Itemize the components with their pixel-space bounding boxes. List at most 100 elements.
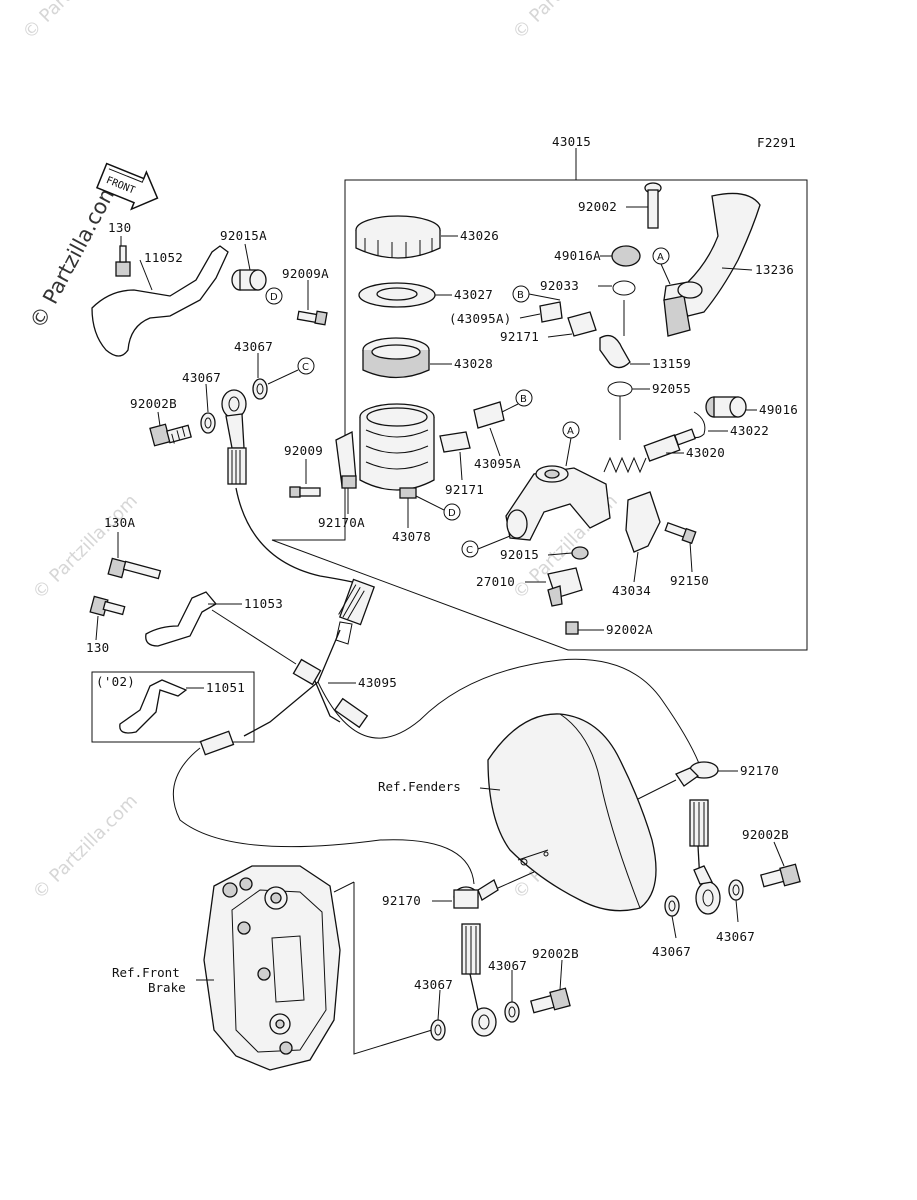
callout-letter: D — [270, 292, 278, 303]
washer-43067 — [664, 895, 680, 917]
oring-92055 — [607, 381, 633, 397]
part-label: 130 — [108, 220, 131, 235]
clamp-92171-top — [567, 311, 597, 337]
leader-line — [211, 609, 297, 665]
nut-92015 — [571, 546, 589, 560]
part-label: 43034 — [612, 583, 651, 598]
part-label: 130A — [104, 515, 135, 530]
collar-92015A — [231, 269, 267, 291]
boot-49016 — [705, 396, 747, 418]
holder-43034 — [625, 491, 661, 553]
watermark: © Partzilla.com — [29, 790, 142, 903]
bolt-130 — [89, 595, 126, 617]
callout-b: B — [512, 285, 530, 303]
watermark-main: © Partzilla.com — [25, 178, 122, 332]
front-brake-caliper — [203, 865, 341, 1071]
circlip-92033 — [612, 280, 636, 296]
callout-letter: C — [302, 362, 309, 373]
diaphragm-43028 — [362, 337, 430, 379]
part-label: 92170 — [382, 893, 421, 908]
piston-kit-43020 — [603, 428, 697, 474]
callout-d: D — [443, 503, 461, 521]
fitting-13159 — [599, 334, 631, 369]
front-arrow-icon: FRONT — [95, 162, 159, 211]
part-label: 27010 — [476, 574, 515, 589]
washer-43067 — [504, 1001, 520, 1023]
part-label: 92002A — [606, 622, 653, 637]
leader-line — [497, 871, 535, 889]
bolt-92150 — [664, 521, 697, 545]
callout-letter: A — [657, 252, 664, 263]
part-label: 92009A — [282, 266, 329, 281]
screw-92009 — [289, 486, 321, 498]
part-label: 130 — [86, 640, 109, 655]
bolt-92002B-right — [760, 863, 801, 888]
part-label: 43067 — [182, 370, 221, 385]
watermark: © Partzilla.com — [29, 490, 142, 603]
washer-43067 — [252, 378, 268, 400]
part-label: 11051 — [206, 680, 245, 695]
callout-letter: C — [466, 545, 473, 556]
callout-c: C — [461, 540, 479, 558]
part-label: 92002B — [532, 946, 579, 961]
part-label: 92002B — [130, 396, 177, 411]
part-label: 43095A — [474, 456, 521, 471]
banjo-fitting-bottom — [471, 1007, 497, 1037]
callout-letter: B — [517, 290, 524, 301]
switch-27010 — [547, 567, 583, 607]
bracket-11051 — [119, 679, 188, 734]
callout-letter: B — [520, 394, 527, 405]
part-label: 13159 — [652, 356, 691, 371]
bolt-92002B-bottom — [530, 987, 571, 1014]
master-cylinder-body — [505, 465, 611, 541]
brake-hose-43095 — [199, 487, 376, 756]
diaphragm-plate-43027 — [358, 282, 436, 308]
part-label: 43095 — [358, 675, 397, 690]
banjo-fitting-right — [693, 865, 721, 915]
leader-line — [353, 886, 433, 1055]
reservoir-cap-43026 — [355, 215, 441, 259]
part-label: 43067 — [414, 977, 453, 992]
leader-line — [635, 779, 677, 801]
part-label: (43095A) — [449, 311, 512, 326]
lever-13236 — [663, 192, 761, 337]
part-label: 43022 — [730, 423, 769, 438]
part-label: 49016 — [759, 402, 798, 417]
part-label: 92055 — [652, 381, 691, 396]
part-label: 92150 — [670, 573, 709, 588]
ref-front-brake: Ref.Front — [112, 965, 180, 980]
boot-49016A — [611, 245, 641, 267]
brake-line-route — [317, 658, 701, 767]
part-label: 92170 — [740, 763, 779, 778]
bolt-130 — [115, 245, 131, 277]
screw-92002A — [565, 621, 579, 635]
part-label: 92009 — [284, 443, 323, 458]
part-label: 43015 — [552, 134, 591, 149]
hose-43095A — [473, 401, 505, 429]
watermark: © Partzilla.com — [509, 0, 622, 44]
part-label: 43067 — [716, 929, 755, 944]
part-label: 43067 — [652, 944, 691, 959]
part-label: 92033 — [540, 278, 579, 293]
watermark: © Partzilla.com — [19, 0, 132, 44]
part-label: 11052 — [144, 250, 183, 265]
callout-a: A — [562, 421, 580, 439]
bolt-92002B — [149, 423, 192, 447]
part-label: 92171 — [445, 482, 484, 497]
reservoir-43078 — [359, 403, 435, 499]
callout-letter: A — [567, 426, 574, 437]
part-label: 92015 — [500, 547, 539, 562]
part-label: 43027 — [454, 287, 493, 302]
banjo-92170-bottom — [453, 879, 499, 1011]
bracket-92170A — [335, 430, 357, 489]
clamp-92171 — [439, 431, 471, 453]
banjo-fitting-upper — [221, 389, 247, 485]
callout-a: A — [652, 247, 670, 265]
bolt-130A — [107, 557, 162, 580]
brake-line-route — [172, 747, 475, 885]
part-label: 49016A — [554, 248, 601, 263]
part-label: 13236 — [755, 262, 794, 277]
callout-b: B — [515, 389, 533, 407]
part-label: 43067 — [234, 339, 273, 354]
